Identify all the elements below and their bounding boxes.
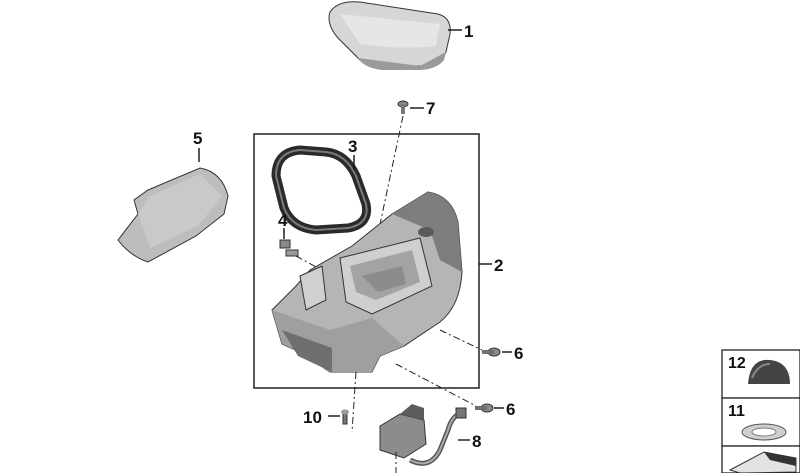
callout-7: 7 [426, 99, 435, 118]
part-housing [271, 191, 463, 373]
callout-4: 4 [278, 211, 288, 230]
part-cable [379, 404, 467, 466]
part-pad [117, 167, 229, 263]
callout-5: 5 [193, 129, 202, 148]
callout-8: 8 [472, 432, 481, 451]
part-cover [328, 1, 451, 70]
side-label-11: 11 [728, 403, 745, 420]
dome-cap-icon [748, 359, 790, 384]
part-screw-6b [475, 403, 494, 413]
side-label-12: 12 [728, 355, 746, 372]
callout-10: 10 [303, 408, 322, 427]
callout-6a: 6 [514, 344, 523, 363]
screw-axis-6a [439, 329, 483, 351]
part-screw-6a [482, 347, 501, 357]
part-clip [279, 239, 299, 257]
callout-3: 3 [348, 137, 357, 156]
side-panel: 12 11 [721, 349, 800, 473]
clip-axis-4 [295, 255, 319, 269]
callout-1: 1 [464, 22, 473, 41]
screw-axis-6b [395, 363, 477, 407]
part-bolt-10 [341, 409, 349, 425]
ring-washer-icon [741, 423, 787, 441]
callout-2: 2 [494, 256, 503, 275]
bolt-axis-10 [351, 371, 357, 433]
assembly-frame [253, 133, 480, 389]
callout-6b: 6 [506, 400, 515, 419]
part-screw-7 [397, 100, 409, 114]
part-gasket [271, 145, 372, 235]
